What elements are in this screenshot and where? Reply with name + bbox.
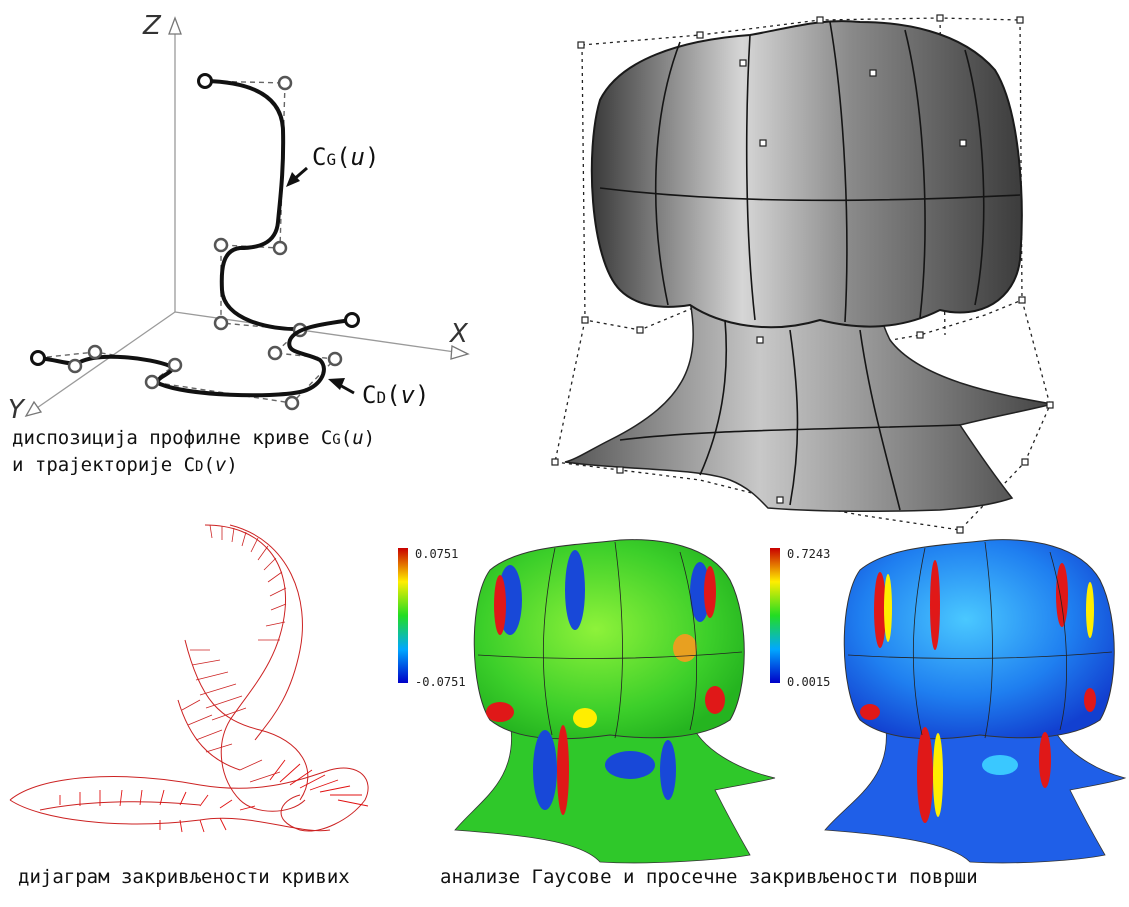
- profile-label-arrow: [286, 166, 308, 187]
- z-axis-label: Z: [142, 11, 162, 41]
- gaussian-colorbar-min: -0.0751: [415, 675, 466, 689]
- gaussian-skirt: [454, 719, 776, 864]
- trajectory-curve-label: CD(v): [362, 381, 429, 409]
- disposition-caption-line2: и трајекторије CD(v): [12, 454, 238, 476]
- profile-control-points: [213, 75, 308, 338]
- mean-curvature-panel: 0.7243 0.0015: [770, 539, 1127, 864]
- mean-colorbar: [770, 548, 780, 683]
- disposition-caption-line1: диспозиција профилне криве CG(u): [12, 427, 375, 449]
- gaussian-isoparms: [477, 541, 743, 739]
- surface-isoparms: [599, 21, 1021, 511]
- comb-hatching: [181, 524, 287, 783]
- surface-analysis-caption: анализе Гаусове и просечне закривљености…: [440, 866, 978, 888]
- gaussian-colorbar: [398, 548, 408, 683]
- curvature-comb-panel: дијаграм закривљености кривих: [9, 524, 369, 888]
- trajectory-control-points: [67, 344, 343, 411]
- profile-curve-label: CG(u): [312, 143, 379, 171]
- gaussian-curvature-panel: 0.0751 -0.0751: [398, 539, 776, 864]
- profile-start-point: [197, 73, 213, 89]
- trajectory-label-arrow: [328, 378, 355, 395]
- profile-curve: [204, 79, 301, 332]
- curve-disposition-panel: Z X Y CG: [8, 11, 470, 476]
- mean-hotspots: [860, 560, 1096, 823]
- mean-colorbar-min: 0.0015: [787, 675, 830, 689]
- gaussian-cap: [473, 539, 745, 740]
- mean-cap: [843, 539, 1115, 740]
- mean-colorbar-max: 0.7243: [787, 547, 830, 561]
- comb-dense-zone: [59, 759, 369, 833]
- gaussian-colorbar-max: 0.0751: [415, 547, 458, 561]
- control-points: [551, 14, 1054, 534]
- surface-skirt: [564, 299, 1053, 513]
- trajectory-end-point: [344, 312, 360, 328]
- curvature-diagram-caption: дијаграм закривљености кривих: [18, 866, 350, 888]
- comb-profile: [177, 524, 309, 812]
- surface-cap: [590, 20, 1023, 329]
- mean-isoparms: [847, 541, 1113, 739]
- gaussian-hotspots: [486, 550, 725, 815]
- mean-skirt: [824, 719, 1127, 864]
- x-axis-label: X: [448, 319, 469, 349]
- trajectory-start-point: [30, 350, 46, 366]
- comb-trajectory: [9, 767, 369, 832]
- surface-render-panel: [551, 14, 1054, 534]
- profile-control-polygon: [204, 80, 301, 331]
- y-axis-label: Y: [8, 395, 26, 425]
